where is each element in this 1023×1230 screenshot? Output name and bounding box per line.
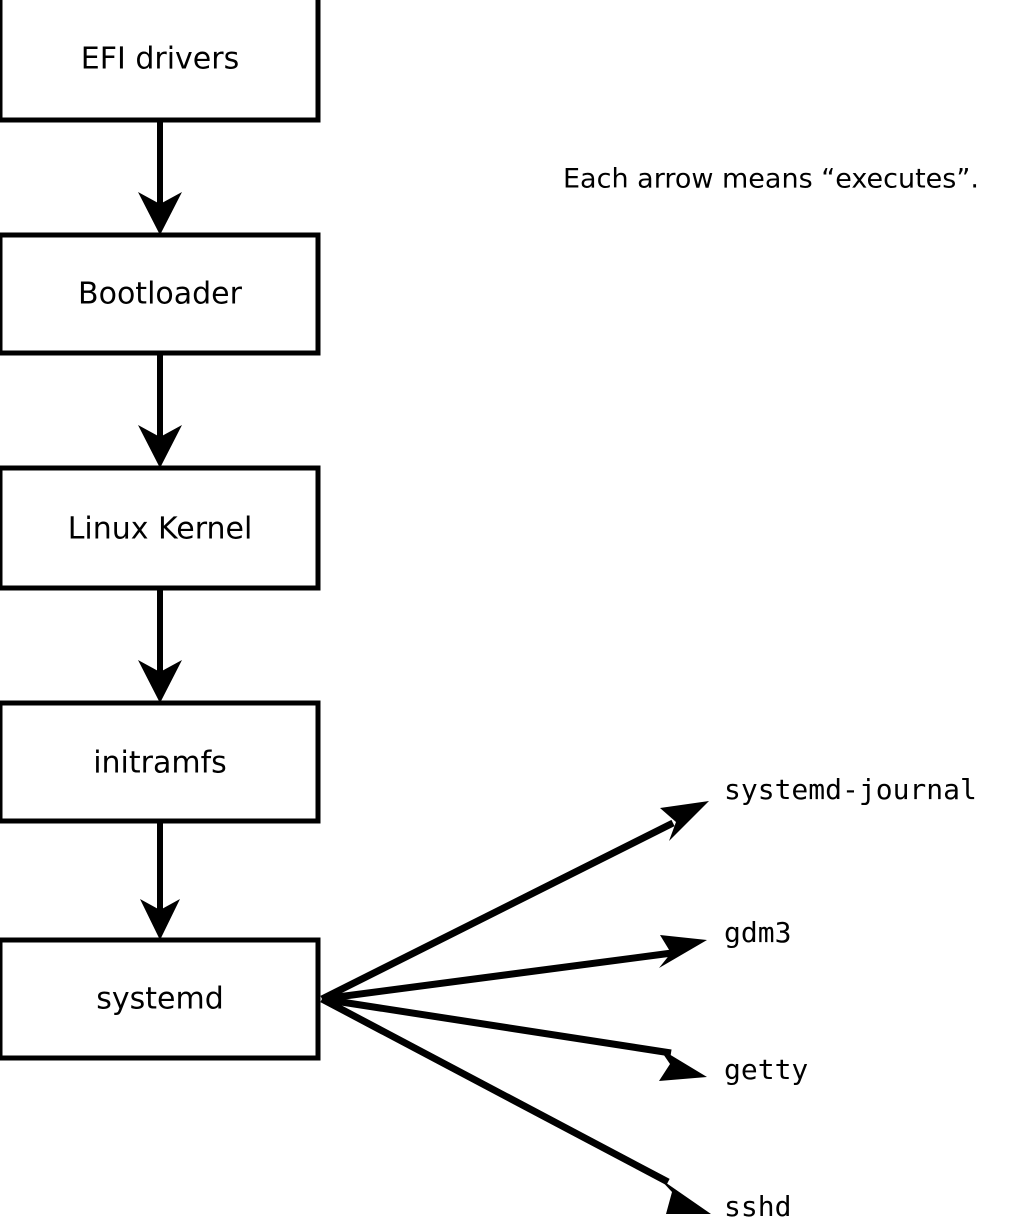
node-label-systemd: systemd [96, 982, 224, 1017]
chain-arrow-initramfs-to-systemd [140, 821, 180, 940]
node-label-bootloader: Bootloader [78, 277, 243, 312]
fan-arrow-sshd [320, 995, 711, 1214]
node-label-linux-kernel: Linux Kernel [68, 512, 253, 547]
leaf-label-sshd: sshd [724, 1190, 791, 1223]
node-label-efi-drivers: EFI drivers [81, 42, 239, 77]
fan-arrow-systemd-journal [320, 801, 709, 1003]
leaf-label-systemd-journal: systemd-journal [724, 773, 977, 806]
fan-arrow-getty [321, 995, 707, 1081]
node-bootloader[interactable]: Bootloader [0, 232, 321, 356]
chain-arrow-kernel-to-initramfs [138, 588, 182, 703]
leaf-label-getty: getty [724, 1053, 808, 1086]
node-initramfs[interactable]: initramfs [0, 700, 321, 824]
diagram-note: Each arrow means “executes”. [563, 164, 979, 195]
leaf-label-gdm3: gdm3 [724, 916, 791, 949]
node-linux-kernel[interactable]: Linux Kernel [0, 465, 321, 591]
fan-arrow-gdm3 [321, 935, 707, 1003]
node-efi-drivers[interactable]: EFI drivers [0, 0, 321, 123]
chain-arrow-bootloader-to-kernel [138, 353, 182, 468]
node-label-initramfs: initramfs [93, 746, 227, 781]
chain-arrow-efi-to-bootloader [138, 120, 182, 235]
node-systemd[interactable]: systemd [0, 937, 321, 1061]
